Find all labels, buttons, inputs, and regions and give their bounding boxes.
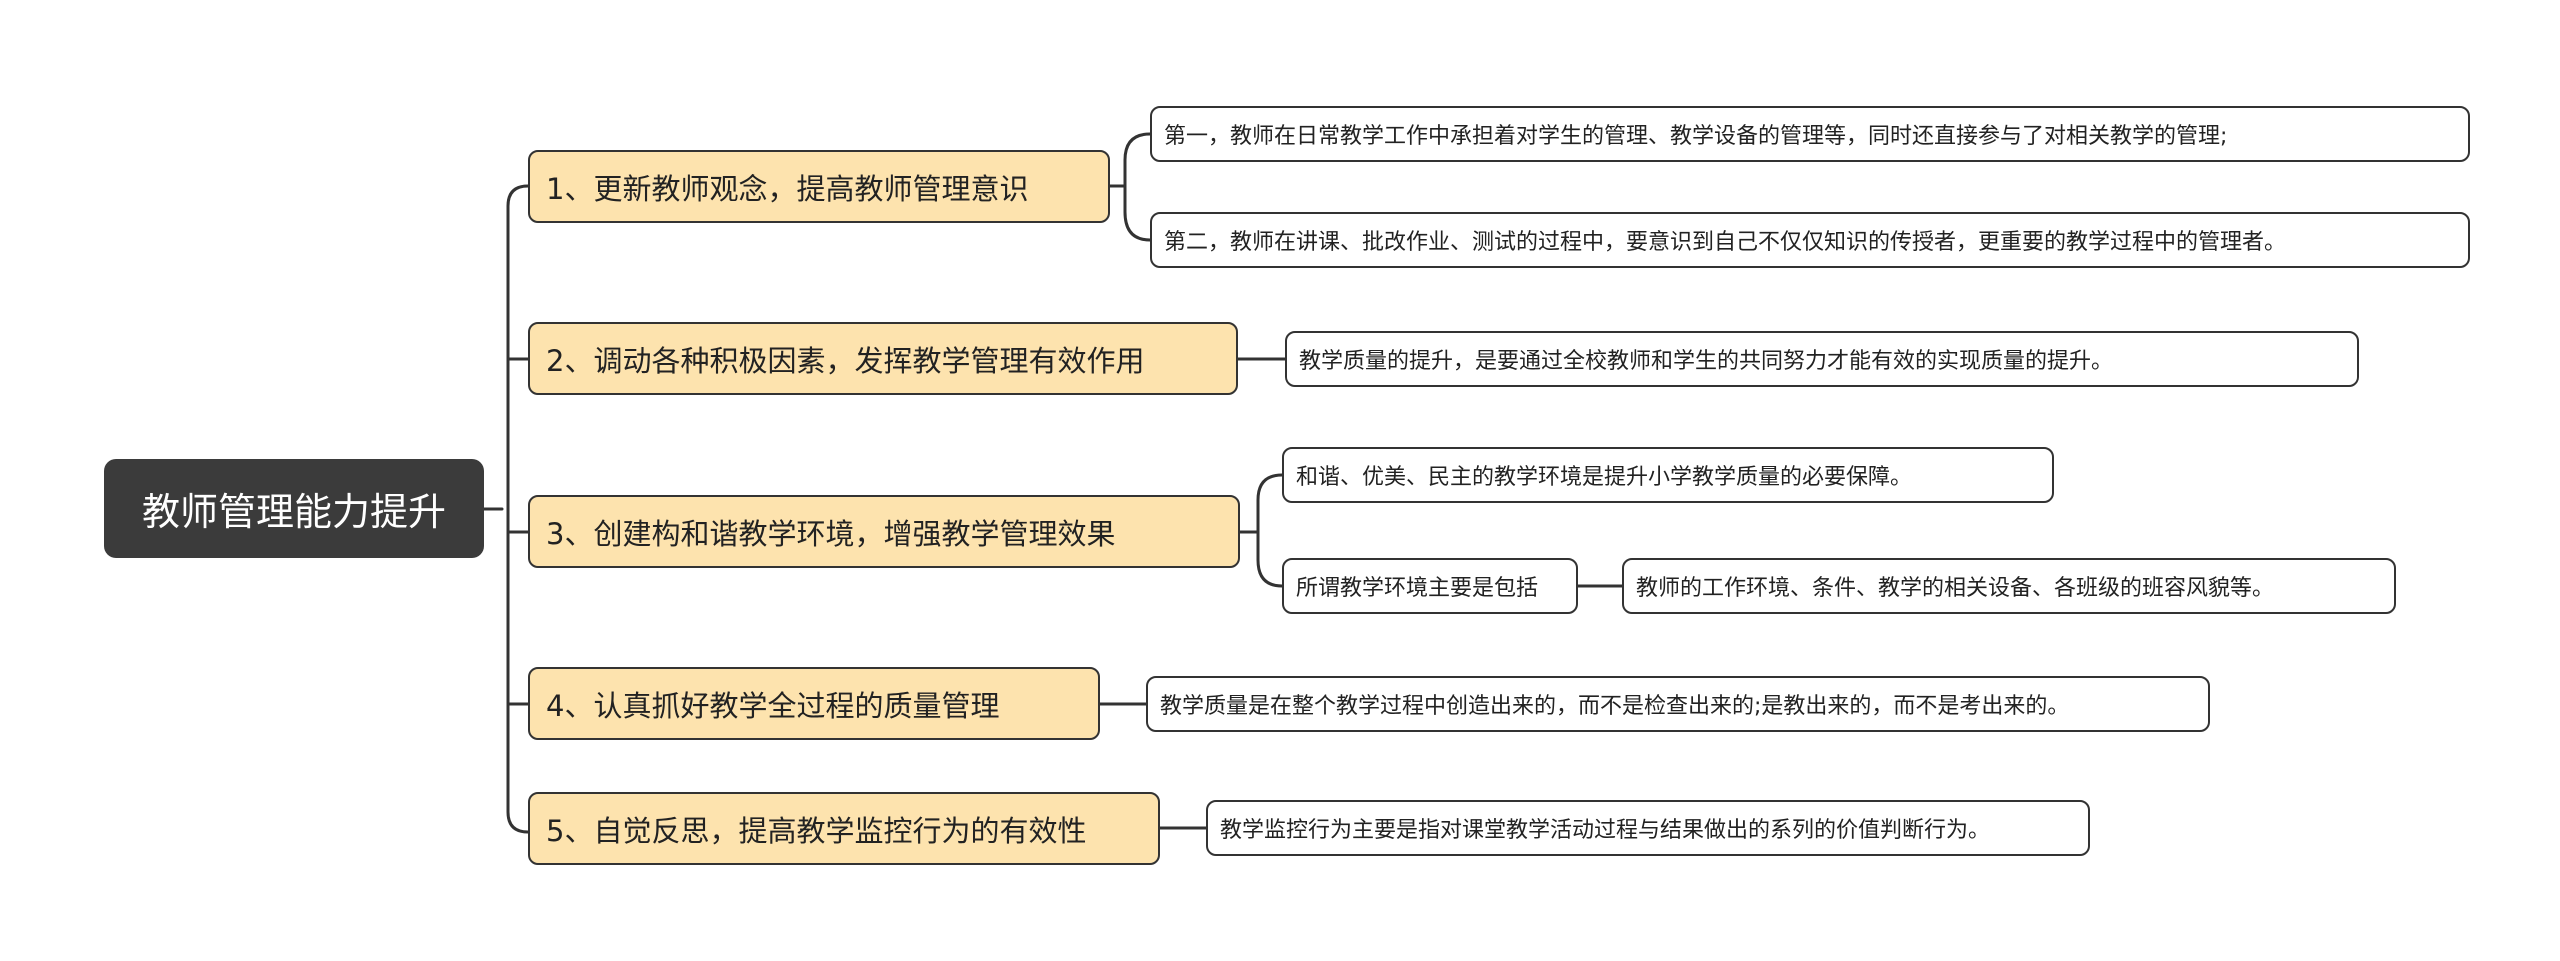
leaf-topic-2-1[interactable]: 教学质量的提升，是要通过全校教师和学生的共同努力才能有效的实现质量的提升。 bbox=[1285, 331, 2359, 387]
leaf-topic-3-2-1[interactable]: 教师的工作环境、条件、教学的相关设备、各班级的班容风貌等。 bbox=[1622, 558, 2396, 614]
leaf-topic-label: 教学监控行为主要是指对课堂教学活动过程与结果做出的系列的价值判断行为。 bbox=[1220, 818, 1991, 843]
branch-topic-3[interactable]: 3、创建构和谐教学环境，增强教学管理效果 bbox=[528, 495, 1240, 568]
leaf-topic-5-1[interactable]: 教学监控行为主要是指对课堂教学活动过程与结果做出的系列的价值判断行为。 bbox=[1206, 800, 2090, 856]
leaf-topic-3-1[interactable]: 和谐、优美、民主的教学环境是提升小学教学质量的必要保障。 bbox=[1282, 447, 2054, 503]
leaf-topic-label: 第二，教师在讲课、批改作业、测试的过程中，要意识到自己不仅仅知识的传授者，更重要… bbox=[1164, 230, 2287, 255]
trunk-connector bbox=[506, 184, 530, 834]
leaf-topic-label: 所谓教学环境主要是包括 bbox=[1296, 576, 1539, 601]
leaf-topic-4-1[interactable]: 教学质量是在整个教学过程中创造出来的，而不是检查出来的;是教出来的，而不是考出来… bbox=[1146, 676, 2210, 732]
root-topic[interactable]: 教师管理能力提升 bbox=[104, 459, 484, 558]
leaf-topic-3-2[interactable]: 所谓教学环境主要是包括 bbox=[1282, 558, 1578, 614]
leaf-topic-label: 教师的工作环境、条件、教学的相关设备、各班级的班容风貌等。 bbox=[1636, 576, 2275, 601]
leaf-topic-label: 和谐、优美、民主的教学环境是提升小学教学质量的必要保障。 bbox=[1296, 465, 1913, 490]
branch-topic-label: 4、认真抓好教学全过程的质量管理 bbox=[546, 688, 1000, 723]
branch-3-leaf-connector bbox=[1256, 473, 1284, 588]
leaf-topic-1-2[interactable]: 第二，教师在讲课、批改作业、测试的过程中，要意识到自己不仅仅知识的传授者，更重要… bbox=[1150, 212, 2470, 268]
leaf-topic-1-1[interactable]: 第一，教师在日常教学工作中承担着对学生的管理、教学设备的管理等，同时还直接参与了… bbox=[1150, 106, 2470, 162]
leaf-topic-label: 第一，教师在日常教学工作中承担着对学生的管理、教学设备的管理等，同时还直接参与了… bbox=[1164, 124, 2228, 149]
branch-topic-1[interactable]: 1、更新教师观念，提高教师管理意识 bbox=[528, 150, 1110, 223]
branch-topic-2[interactable]: 2、调动各种积极因素，发挥教学管理有效作用 bbox=[528, 322, 1238, 395]
branch-topic-5[interactable]: 5、自觉反思，提高教学监控行为的有效性 bbox=[528, 792, 1160, 865]
root-topic-label: 教师管理能力提升 bbox=[141, 490, 446, 534]
branch-1-leaf-connector bbox=[1123, 132, 1152, 242]
branch-topic-4[interactable]: 4、认真抓好教学全过程的质量管理 bbox=[528, 667, 1100, 740]
leaf-topic-label: 教学质量是在整个教学过程中创造出来的，而不是检查出来的;是教出来的，而不是考出来… bbox=[1160, 694, 2070, 719]
branch-topic-label: 1、更新教师观念，提高教师管理意识 bbox=[546, 171, 1029, 206]
leaf-topic-label: 教学质量的提升，是要通过全校教师和学生的共同努力才能有效的实现质量的提升。 bbox=[1299, 349, 2114, 374]
branch-topic-label: 2、调动各种积极因素，发挥教学管理有效作用 bbox=[546, 343, 1145, 378]
branch-topic-label: 5、自觉反思，提高教学监控行为的有效性 bbox=[546, 813, 1087, 848]
branch-topic-label: 3、创建构和谐教学环境，增强教学管理效果 bbox=[546, 516, 1116, 551]
